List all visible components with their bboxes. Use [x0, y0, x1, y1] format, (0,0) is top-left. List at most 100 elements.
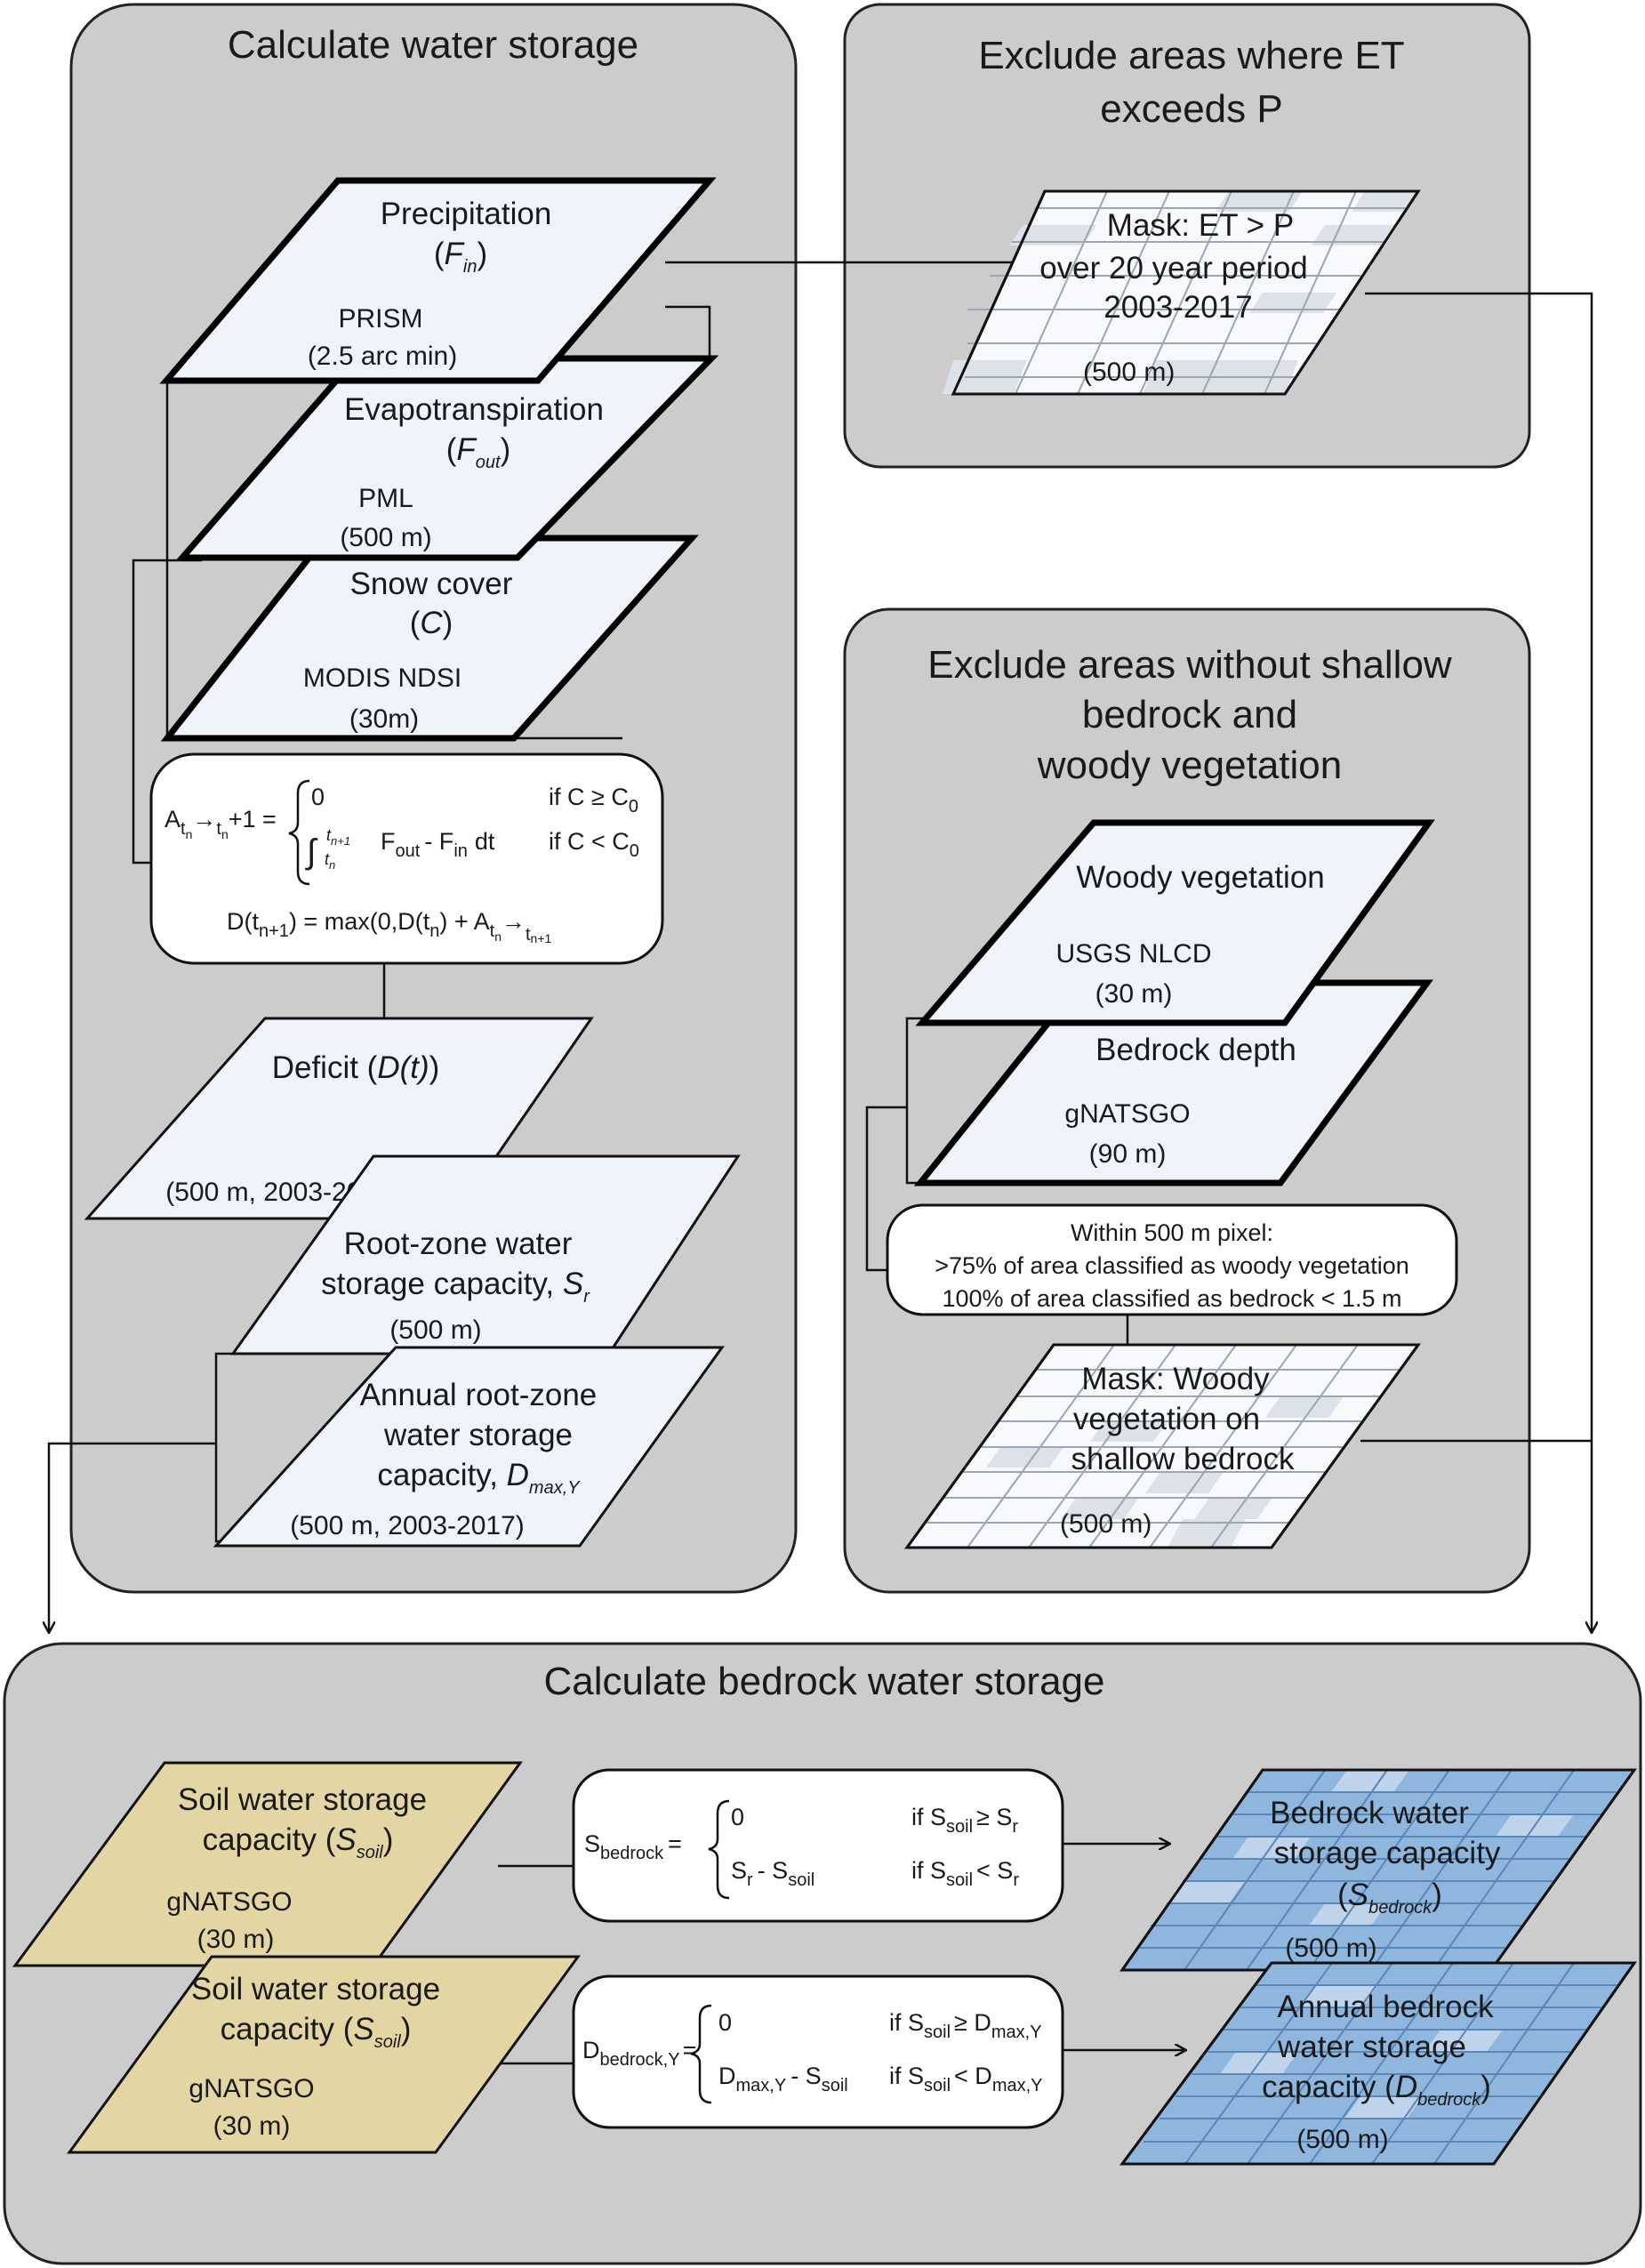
evapotranspiration-symbol-line: (Fout) [446, 432, 511, 472]
evapotranspiration-title: Evapotranspiration [344, 392, 604, 427]
annual-root-zone-line3: capacity, Dmax,Y [377, 1458, 581, 1498]
criteria-line1: Within 500 m pixel: [1071, 1219, 1273, 1246]
annual-root-zone-layer: Annual root-zone water storage capacity,… [213, 1346, 725, 1548]
connector-bedrock-to-criteria [865, 1106, 907, 1272]
soil-storage-1-source: gNATSGO [166, 1887, 292, 1917]
soil-storage-1-resolution: (30 m) [197, 1925, 275, 1954]
annual-bedrock-resolution: (500 m) [1296, 2125, 1388, 2154]
annual-bedrock-line1: Annual bedrock [1277, 1990, 1494, 2024]
annual-bedrock-layer: Annual bedrock water storage capacity (D… [1119, 1961, 1637, 2166]
accumulation-integral: ∫ [305, 833, 318, 871]
connector-equation-left [132, 559, 202, 865]
mask-woody-layer: Mask: Woody vegetation on shallow bedroc… [904, 1343, 1421, 1549]
annual-root-zone-resolution: (500 m, 2003-2017) [290, 1511, 525, 1540]
woody-vegetation-resolution: (30 m) [1095, 979, 1173, 1009]
bedrock-storage-resolution: (500 m) [1285, 1934, 1376, 1963]
precipitation-resolution: (2.5 arc min) [308, 342, 457, 371]
mask-woody-line1: Mask: Woody [1081, 1362, 1270, 1396]
sbedrock-case2-value: Sr- Ssoil [731, 1857, 814, 1890]
soil-storage-2-line1: Soil water storage [191, 1972, 440, 2007]
dbedrock-case2-value: Dmax,Y- Ssoil [718, 2063, 848, 2095]
mask-et-line3: 2003-2017 [1103, 290, 1252, 325]
accumulation-case2-cond: if C < C0 [549, 828, 639, 861]
dbedrock-case1-value: 0 [718, 2009, 732, 2036]
accumulation-int-lower: tn [325, 850, 335, 872]
accumulation-equation-box: Atn→tn+1 = 0 if C ≥ C0 ∫ tn+1 tn Fout- F… [149, 752, 664, 965]
mask-et-line2: over 20 year period [1039, 251, 1308, 286]
mask-et-line1: Mask: ET > P [1107, 208, 1294, 243]
bedrock-storage-line2: storage capacity [1274, 1836, 1501, 1870]
section-title-calculate-water-storage: Calculate water storage [228, 23, 638, 67]
dbedrock-case1-cond: if Ssoil≥ Dmax,Y [889, 2009, 1042, 2042]
section-title-exclude-et-line2: exceeds P [1100, 87, 1282, 131]
soil-storage-1-line1: Soil water storage [178, 1782, 427, 1817]
soil-storage-2-resolution: (30 m) [213, 2111, 291, 2141]
accumulation-eq-lhs: Atn→tn+1 = [164, 806, 277, 841]
bedrock-storage-layer: Bedrock water storage capacity (Sbedrock… [1119, 1768, 1637, 1972]
annual-bedrock-line2: water storage [1277, 2030, 1466, 2064]
section-title-exclude-bedrock-line1: Exclude areas without shallow [927, 643, 1452, 687]
dbedrock-eq-lhs: Dbedrock,Y= [582, 2037, 696, 2070]
evapotranspiration-layer: Evapotranspiration (Fout) PML (500 m) [175, 355, 719, 561]
accumulation-int-upper: tn+1 [326, 826, 350, 848]
section-title-calculate-bedrock: Calculate bedrock water storage [544, 1660, 1105, 1703]
bedrock-depth-resolution: (90 m) [1089, 1139, 1167, 1169]
section-title-exclude-et-line1: Exclude areas where ET [978, 34, 1404, 77]
precipitation-title: Precipitation [381, 197, 552, 231]
woody-vegetation-title: Woody vegetation [1076, 860, 1325, 895]
precipitation-layer: Precipitation (Fin) PRISM (2.5 arc min) [159, 177, 717, 384]
mask-et-resolution: (500 m) [1083, 358, 1175, 387]
bedrock-storage-line3: (Sbedrock) [1337, 1878, 1442, 1918]
criteria-line2: >75% of area classified as woody vegetat… [935, 1252, 1409, 1279]
precipitation-symbol-line: (Fin) [434, 237, 487, 277]
evapotranspiration-source: PML [358, 484, 413, 513]
sbedrock-equation-box: Sbedrock= 0 if Ssoil≥ Sr Sr- Ssoil if Ss… [572, 1768, 1064, 1923]
dbedrock-case2-cond: if Ssoil< Dmax,Y [889, 2063, 1043, 2095]
soil-storage-1-line2: capacity (Ssoil) [203, 1822, 394, 1862]
section-title-exclude-bedrock-line2: bedrock and [1082, 693, 1297, 736]
criteria-box: Within 500 m pixel: >75% of area classif… [886, 1203, 1458, 1316]
annual-root-zone-line1: Annual root-zone [360, 1378, 598, 1412]
sbedrock-eq-lhs: Sbedrock= [584, 1830, 682, 1863]
soil-storage-layer-1: Soil water storage capacity (Ssoil) gNAT… [12, 1761, 523, 1967]
snow-cover-title: Snow cover [350, 567, 513, 601]
mask-et-layer: Mask: ET > P over 20 year period 2003-20… [943, 189, 1421, 396]
deficit-recurrence: D(tn+1) = max(0,D(tn) + Atn→tn+1 [227, 908, 552, 945]
soil-storage-2-line2: capacity (Ssoil) [221, 2012, 412, 2052]
connector-annual-to-bedrock [49, 1442, 216, 1632]
root-zone-line1: Root-zone water [344, 1226, 573, 1261]
root-zone-resolution: (500 m) [389, 1315, 481, 1345]
mask-woody-line3: shallow bedrock [1071, 1442, 1295, 1476]
root-zone-line2: storage capacity, Sr [321, 1267, 590, 1307]
snow-cover-layer: Snow cover (C) MODIS NDSI (30m) [160, 535, 699, 742]
sbedrock-case1-cond: if Ssoil≥ Sr [911, 1804, 1018, 1837]
connector-mask-et-to-bedrock [1365, 292, 1592, 1632]
mask-woody-resolution: (500 m) [1060, 1509, 1152, 1539]
snow-cover-resolution: (30m) [349, 704, 419, 734]
section-title-exclude-bedrock-line3: woody vegetation [1037, 744, 1342, 787]
deficit-title: Deficit (D(t)) [272, 1050, 440, 1085]
bedrock-depth-source: gNATSGO [1064, 1099, 1190, 1129]
soil-storage-2-source: gNATSGO [189, 2074, 314, 2103]
mask-woody-line2: vegetation on [1073, 1402, 1260, 1436]
precipitation-source: PRISM [338, 304, 422, 334]
annual-root-zone-line2: water storage [383, 1418, 573, 1452]
snow-cover-symbol-line: (C) [410, 606, 453, 640]
dbedrock-equation-box: Dbedrock,Y= 0 if Ssoil≥ Dmax,Y Dmax,Y- S… [572, 1974, 1064, 2129]
bedrock-depth-title: Bedrock depth [1095, 1033, 1296, 1067]
criteria-line3: 100% of area classified as bedrock < 1.5… [942, 1285, 1401, 1312]
sbedrock-case2-cond: if Ssoil< Sr [911, 1857, 1019, 1890]
bedrock-storage-line1: Bedrock water [1270, 1796, 1469, 1830]
snow-cover-source: MODIS NDSI [303, 664, 461, 693]
woody-vegetation-layer: Woody vegetation USGS NLCD (30 m) [915, 819, 1435, 1026]
woody-vegetation-source: USGS NLCD [1055, 939, 1211, 969]
soil-storage-layer-2: Soil water storage capacity (Ssoil) gNAT… [67, 1955, 581, 2154]
evapotranspiration-resolution: (500 m) [340, 523, 431, 552]
annual-bedrock-line3: capacity (Dbedrock) [1262, 2070, 1491, 2110]
sbedrock-case1-value: 0 [731, 1804, 744, 1830]
accumulation-case1-cond: if C ≥ C0 [549, 784, 638, 816]
root-zone-layer: Root-zone water storage capacity, Sr (50… [230, 1154, 741, 1355]
accumulation-case1-value: 0 [311, 784, 325, 810]
